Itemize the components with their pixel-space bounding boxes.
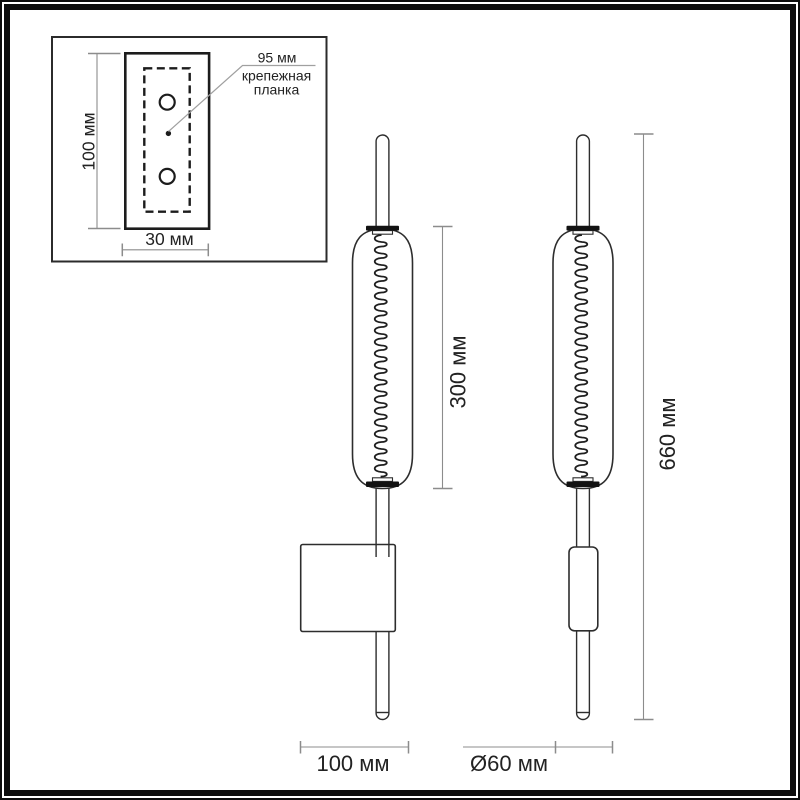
plate-dashed-outline bbox=[143, 67, 191, 213]
shade-cap-bottom-step bbox=[371, 477, 394, 482]
depth-label: 100 мм bbox=[316, 751, 389, 776]
shade-height-label: 300 мм bbox=[446, 335, 471, 408]
screw-hole-bottom bbox=[158, 167, 176, 185]
lamp-side-view bbox=[299, 134, 414, 721]
inset-height-label: 100 мм bbox=[79, 112, 99, 170]
glass-shade bbox=[552, 228, 614, 490]
wall-mount-box bbox=[299, 543, 397, 633]
rod-socket-lines bbox=[375, 545, 390, 557]
plate-center-point bbox=[165, 130, 172, 137]
dim-depth-100: 100 мм bbox=[299, 741, 410, 776]
shade-cap-top-step bbox=[572, 230, 594, 235]
mounting-plate-label-line1: крепежная bbox=[242, 68, 311, 84]
inset-width-label: 30 мм bbox=[145, 229, 193, 249]
screw-hole-top bbox=[158, 93, 176, 111]
shade-cap-top bbox=[366, 225, 399, 231]
mounting-plate-inset: 95 мм крепежная планка 100 мм 30 мм bbox=[51, 36, 328, 263]
leader-line bbox=[168, 64, 316, 132]
total-height-label: 660 мм bbox=[655, 397, 680, 470]
wall-mount-cylinder bbox=[568, 546, 599, 632]
dim-shade-height-300: 300 мм bbox=[433, 225, 471, 490]
shade-cap-top-step bbox=[371, 230, 394, 235]
frame-inner-border bbox=[4, 4, 796, 796]
shade-cap-bottom-step bbox=[572, 477, 594, 482]
inset-height-dimension: 100 мм bbox=[79, 52, 121, 230]
led-coil bbox=[574, 234, 589, 481]
shade-cap-top bbox=[566, 225, 600, 231]
plate-pitch-label: 95 мм bbox=[258, 50, 297, 66]
shade-cap-bottom bbox=[366, 481, 399, 487]
plate-outline bbox=[124, 51, 211, 230]
shade-cap-bottom bbox=[566, 481, 600, 487]
lamp-front-view bbox=[552, 134, 614, 721]
mounting-plate-label-line2: планка bbox=[254, 82, 300, 98]
glass-shade bbox=[351, 228, 414, 490]
inset-width-dimension: 30 мм bbox=[121, 229, 210, 257]
diameter-label: Ø60 мм bbox=[470, 751, 548, 776]
dim-diameter-60: Ø60 мм bbox=[463, 741, 614, 776]
led-coil bbox=[373, 234, 388, 481]
dim-total-height-660: 660 мм bbox=[634, 133, 680, 721]
